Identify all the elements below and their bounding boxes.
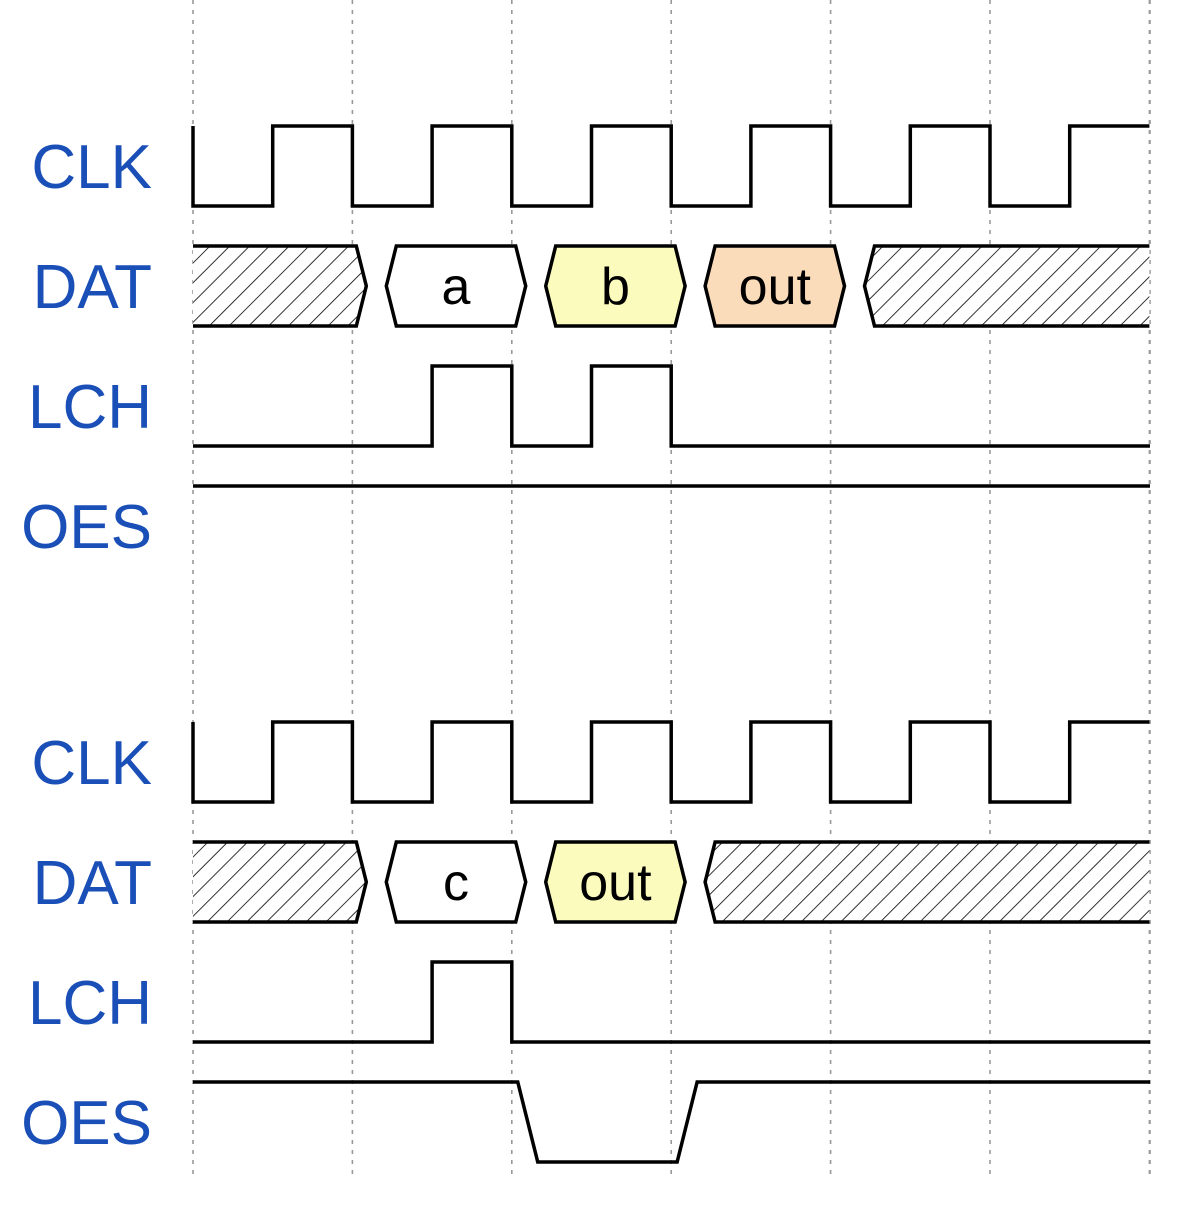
bus-outline [384,840,528,924]
bus-unknown-region [193,842,367,922]
signal-label-clk: CLK [31,133,152,202]
bus-value-region [386,842,526,922]
signal-label-lch: LCH [28,373,152,442]
signal-label-oes: OES [21,1089,152,1158]
bus-outline [193,244,369,328]
bus-value-label: out [739,258,812,316]
bus-value-region [545,246,686,326]
bus-value-label: b [601,258,630,316]
bus-value-region [545,842,686,922]
signal-waveform-lch [193,960,1150,1044]
signal-label-dat: DAT [33,253,152,322]
signal-label-clk: CLK [31,729,152,798]
bus-outline [862,244,1150,328]
bus-outline [543,244,687,328]
signal-label-oes: OES [21,493,152,562]
signal-label-dat: DAT [33,849,152,918]
signal-label-lch: LCH [28,969,152,1038]
bus-value-label: a [442,258,471,316]
bus-unknown-region [193,246,367,326]
bus-value-label: c [443,854,469,912]
bus-value-region [705,246,845,326]
bus-value-label: out [579,854,652,912]
bus-outline [703,244,847,328]
bus-outline [384,244,528,328]
clock-waveform [191,720,1150,804]
bus-value-region [386,246,526,326]
bus-outline [703,840,1150,924]
bus-outline [543,840,687,924]
waveforms [191,124,1150,1164]
bus-unknown-region [705,842,1150,922]
bus-unknown-region [864,246,1150,326]
clock-waveform [191,124,1150,208]
signal-waveform-lch [193,364,1150,448]
signal-waveform-oes [193,1080,1150,1164]
bus-outline [193,840,369,924]
